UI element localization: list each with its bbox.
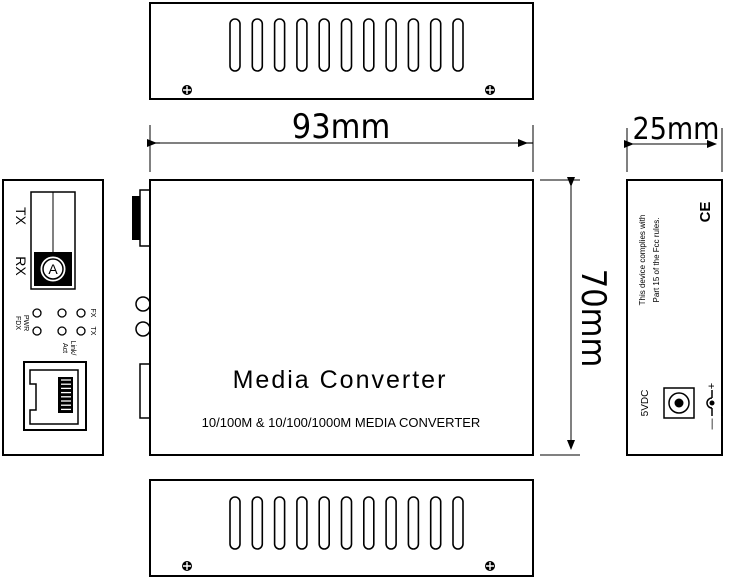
- dc-power-jack: [663, 387, 695, 419]
- led-link-label: Link/: [69, 341, 76, 356]
- vent-slot: [385, 18, 397, 72]
- vent-slot: [407, 18, 420, 72]
- depth-dimension: 25mm: [624, 112, 723, 172]
- led-pwr-label: PWR: [22, 315, 29, 331]
- rj45-port-profile: [139, 363, 151, 419]
- power-input-label: 5VDC: [640, 390, 651, 417]
- led-profile: [135, 296, 151, 312]
- led-profile: [135, 321, 151, 337]
- compliance-line-2: Part 15 of the Fcc rules.: [652, 218, 661, 303]
- power-side-view: This device complies with Part 15 of the…: [626, 179, 723, 456]
- led-fx-2-indicator: [76, 308, 86, 318]
- led-act-label: Act: [61, 343, 68, 353]
- screw-icon: [485, 561, 495, 571]
- screw-icon: [182, 85, 192, 95]
- vent-slot: [429, 18, 442, 72]
- screw-icon: [485, 85, 495, 95]
- vent-slot: [452, 18, 464, 72]
- vent-slot: [273, 18, 286, 72]
- front-face-outline: [149, 179, 534, 456]
- ce-mark: CE: [697, 202, 714, 223]
- screw-icon: [182, 561, 192, 571]
- led-pwr-indicator: [32, 308, 42, 318]
- vent-slot: [407, 496, 420, 550]
- front-face: Media Converter 10/100M & 10/100/1000M M…: [132, 179, 534, 456]
- vent-slot: [452, 496, 464, 550]
- port-side-view: TX RX A PWR FDX FX TX Link/ Act: [2, 179, 104, 456]
- bottom-vent-slots: [229, 496, 464, 550]
- vent-slot: [362, 496, 375, 550]
- height-dimension-label: 70mm: [573, 269, 613, 368]
- vent-slot: [318, 496, 331, 550]
- fiber-connector-profile: [132, 196, 140, 240]
- front-face-title: Media Converter: [233, 366, 448, 394]
- vent-slot: [296, 496, 308, 550]
- polarity-symbol-icon: [706, 390, 715, 416]
- vent-slot: [340, 496, 353, 550]
- vent-slot: [385, 496, 397, 550]
- polarity-plus-label: +: [706, 383, 718, 389]
- vent-slot: [429, 496, 442, 550]
- front-face-subtitle: 10/100M & 10/100/1000M MEDIA CONVERTER: [202, 415, 481, 430]
- depth-dimension-label: 25mm: [633, 112, 720, 147]
- led-fx-label: FX: [89, 309, 96, 318]
- tx-label: TX: [13, 207, 29, 226]
- vent-slot: [362, 18, 375, 72]
- top-vent-slots: [229, 18, 464, 72]
- vent-slot: [296, 18, 308, 72]
- fiber-connector-body: [139, 189, 151, 247]
- vent-slot: [251, 18, 264, 72]
- width-dimension-label: 93mm: [292, 107, 391, 147]
- vent-slot: [229, 18, 241, 72]
- width-dimension: 93mm: [147, 107, 534, 172]
- bottom-panel: [149, 479, 534, 577]
- height-dimension: 70mm: [540, 177, 613, 456]
- vent-slot: [229, 496, 241, 550]
- led-tx-label: TX: [89, 327, 96, 336]
- polarity-minus-label: —: [706, 419, 718, 430]
- compliance-line-1: This device complies with: [638, 215, 647, 306]
- led-fdx-label: FDX: [14, 316, 21, 330]
- vent-slot: [340, 18, 353, 72]
- vent-slot: [273, 496, 286, 550]
- vent-slot: [251, 496, 264, 550]
- rx-label: RX: [13, 256, 29, 276]
- top-panel: [149, 2, 534, 100]
- led-tx-indicator: [76, 326, 86, 336]
- port-type-glyph: A: [48, 261, 58, 277]
- led-link-act-indicator: [57, 326, 67, 336]
- vent-slot: [318, 18, 331, 72]
- led-fx-indicator: [57, 308, 67, 318]
- rj45-port: [23, 361, 87, 431]
- led-fdx-indicator: [32, 326, 42, 336]
